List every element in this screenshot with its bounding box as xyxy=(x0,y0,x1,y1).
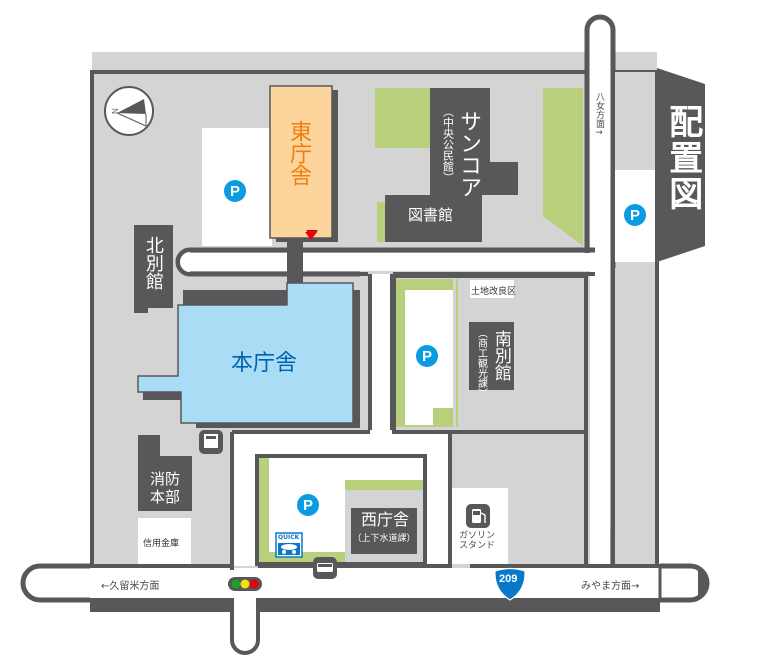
suncore-building xyxy=(385,88,518,242)
south-block xyxy=(392,274,588,434)
south-annex-building xyxy=(469,322,514,390)
main-building xyxy=(137,282,354,424)
library-label: 図書館 xyxy=(408,206,454,224)
main-road-east-end xyxy=(698,567,710,599)
route-209-shield-icon xyxy=(494,567,526,601)
north-annex-building xyxy=(134,225,173,313)
north-road-fill xyxy=(590,40,610,585)
north-annex-label: 北別館 xyxy=(142,236,164,290)
south-annex-sublabel: （商工観光課） xyxy=(475,328,487,398)
land-improvement-sign xyxy=(470,280,514,298)
parking-icon-east: P xyxy=(624,204,646,226)
quick-charger-icon xyxy=(275,532,303,558)
land-improvement-label: 土地改良区 xyxy=(471,287,517,297)
title-banner xyxy=(657,68,705,262)
main-building-label: 本庁舎 xyxy=(231,351,298,376)
suncore-label: サンコア xyxy=(456,110,482,198)
atm-icon xyxy=(199,430,223,454)
fire-hq-label: 消防本部 xyxy=(142,470,188,506)
east-building-label: 東庁舎 xyxy=(286,120,312,186)
west-building xyxy=(351,508,417,554)
parking-icon-south: P xyxy=(416,345,438,367)
quick-charger-label: QUICK xyxy=(278,534,300,541)
credit-union-label: 信用金庫 xyxy=(143,539,180,549)
fire-hq-text: 消防本部 xyxy=(149,470,180,506)
gas-station-line-1: ガソリン xyxy=(459,531,496,541)
parking-icon-west: P xyxy=(297,494,319,516)
main-road-west-end xyxy=(20,563,92,603)
gas-pump-icon xyxy=(466,504,490,528)
north-direction-label: 八女方面→ xyxy=(594,92,604,138)
east-direction-label: みやま方面→ xyxy=(581,581,640,592)
internal-road xyxy=(176,248,191,276)
entrance-marker-icon xyxy=(305,232,317,240)
south-annex-label: 南別館 xyxy=(490,330,511,381)
route-number-label: 209 xyxy=(499,573,518,585)
gas-station-label: ガソリン スタンド xyxy=(459,531,496,552)
map-title: 配置図 xyxy=(662,104,703,212)
fire-hq-building xyxy=(138,435,192,511)
west-direction-label: ←久留米方面 xyxy=(101,581,160,592)
west-building-sublabel: （上下水道課） xyxy=(352,534,416,544)
svg-text:N: N xyxy=(111,108,120,114)
background-band xyxy=(92,52,657,70)
west-building-label: 西庁舎 xyxy=(360,510,409,529)
gas-station-line-2: スタンド xyxy=(459,540,496,551)
bus-stop-icon xyxy=(313,557,337,579)
credit-union-area xyxy=(138,518,191,564)
traffic-light-icon xyxy=(228,577,262,591)
green-area-northeast xyxy=(543,88,583,246)
parking-icon-northwest: P xyxy=(224,180,246,202)
north-arrow-icon: N xyxy=(104,86,154,136)
suncore-sublabel: （中央公民館） xyxy=(441,106,455,183)
south-spur-road xyxy=(230,600,260,655)
